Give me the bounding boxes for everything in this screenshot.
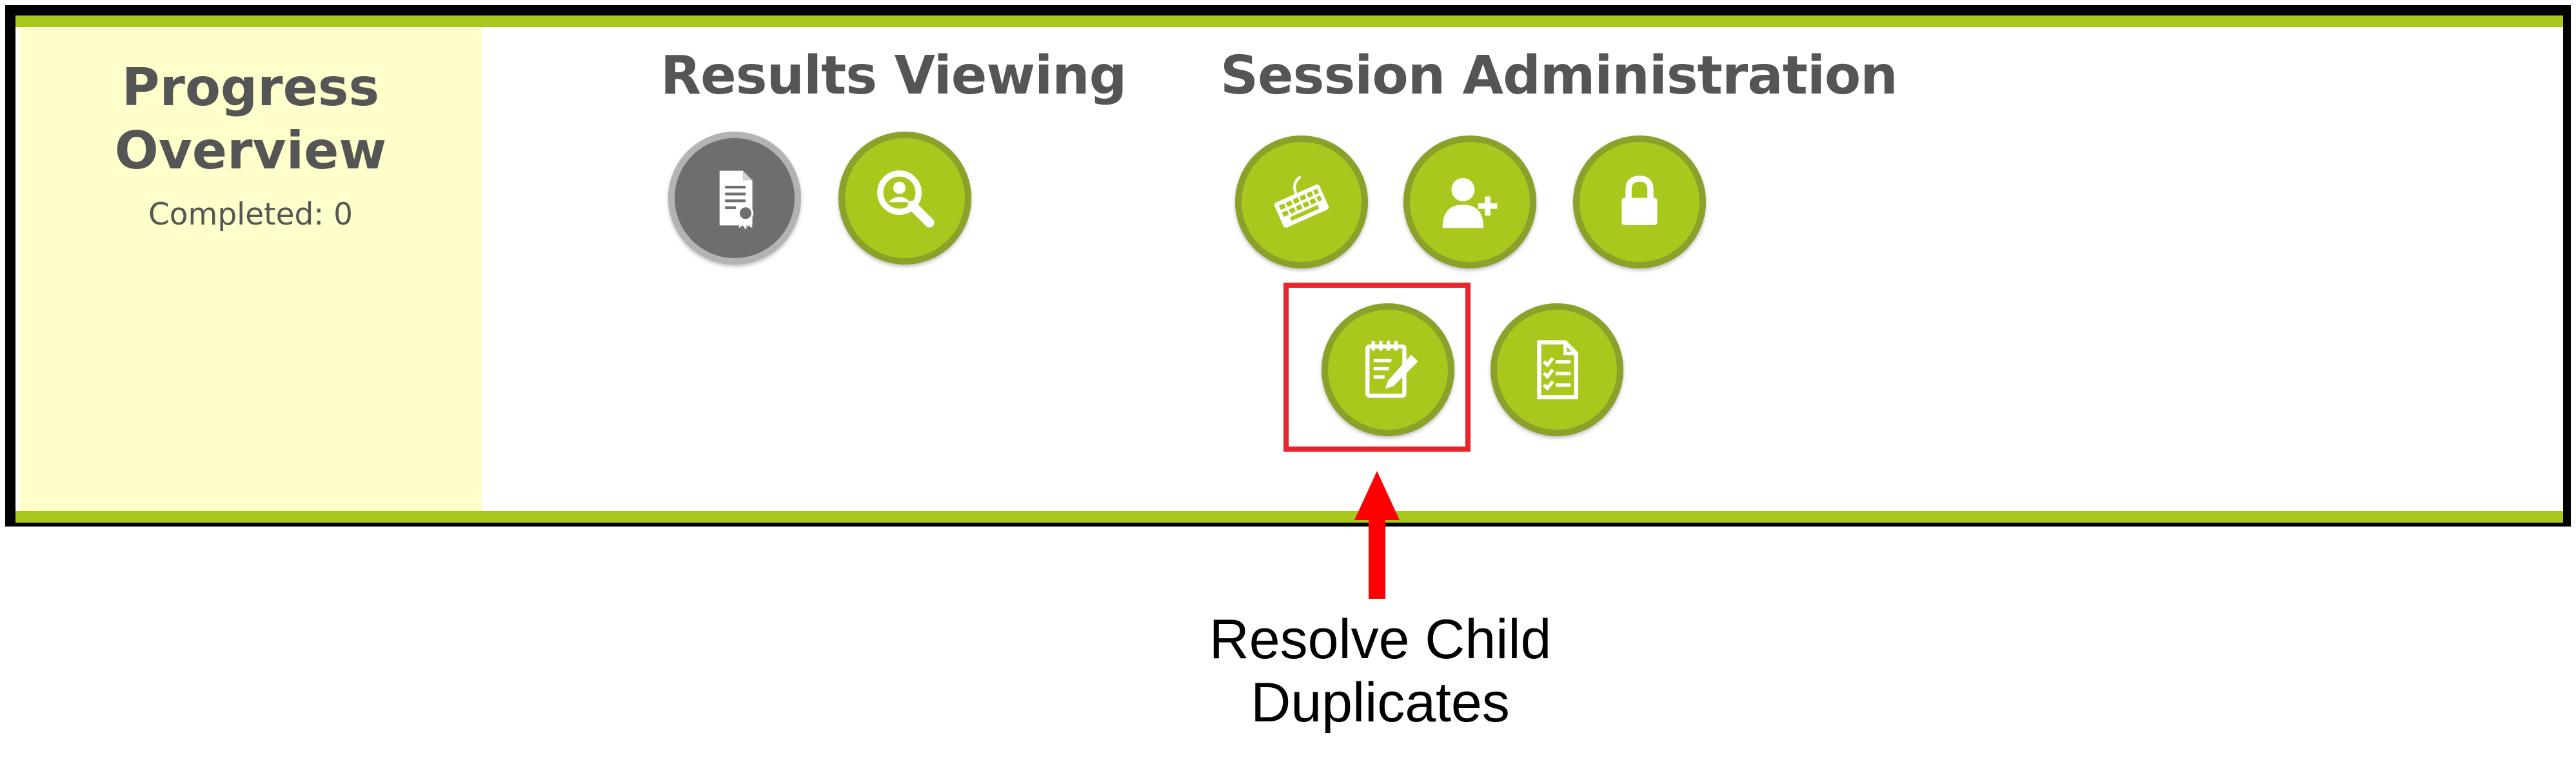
add-user-icon xyxy=(1442,177,1498,228)
highlight-box xyxy=(1283,283,1471,452)
session-administration-title: Session Administration xyxy=(1220,45,1898,106)
progress-overview-panel: Progress Overview Completed: 0 xyxy=(19,27,482,511)
report-certificate-icon xyxy=(719,170,754,230)
notepad-pencil-icon xyxy=(1365,341,1418,398)
student-search-button[interactable] xyxy=(838,132,971,265)
results-viewing-title: Results Viewing xyxy=(660,45,1127,106)
callout-arrow-shaft xyxy=(1369,516,1385,599)
dashboard-panel: Progress Overview Completed: 0 Results V… xyxy=(15,15,2563,523)
callout-arrow-head xyxy=(1354,471,1400,520)
progress-overview-title: Progress Overview xyxy=(114,57,387,181)
report-certificate-button[interactable] xyxy=(668,132,801,265)
annotation-label: Resolve Child Duplicates xyxy=(1209,608,1552,734)
add-user-button[interactable] xyxy=(1403,136,1536,268)
lock-button[interactable] xyxy=(1573,136,1706,268)
checklist-button[interactable] xyxy=(1491,303,1623,436)
lock-icon xyxy=(1621,176,1658,226)
bottom-accent-bar xyxy=(15,511,2563,523)
dashboard-frame: Progress Overview Completed: 0 Results V… xyxy=(5,5,2571,527)
top-accent-bar xyxy=(15,15,2563,27)
completed-count: Completed: 0 xyxy=(148,197,353,232)
checklist-icon xyxy=(1537,340,1578,399)
keyboard-button[interactable] xyxy=(1235,136,1368,268)
student-search-icon xyxy=(877,170,935,228)
keyboard-icon xyxy=(1274,176,1329,228)
resolve-duplicates-button[interactable] xyxy=(1322,303,1454,436)
